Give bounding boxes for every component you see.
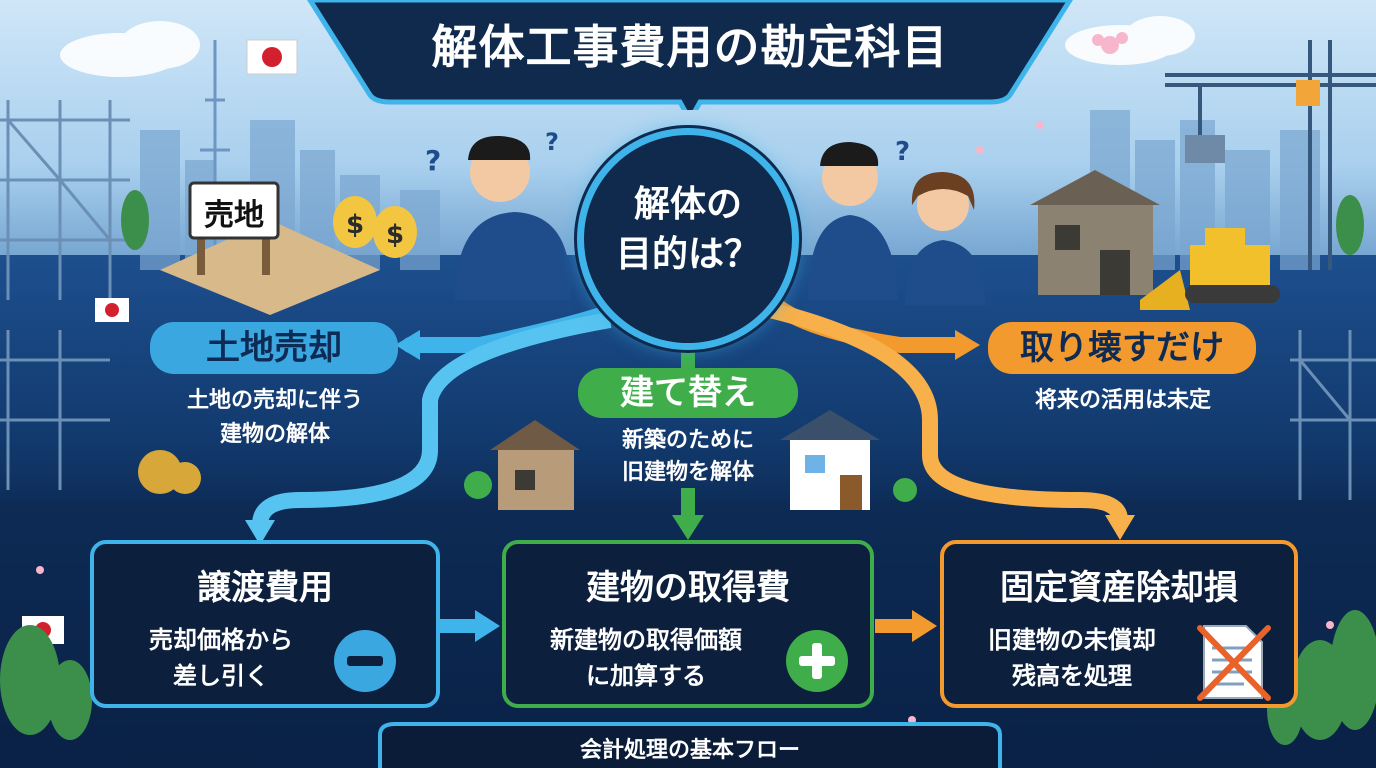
svg-text:?: ?	[425, 144, 441, 177]
svg-text:?: ?	[895, 137, 910, 167]
svg-text:$: $	[346, 210, 364, 240]
flow-arrow-right-down	[768, 302, 1128, 522]
branch-label-demolish-only: 取り壊すだけ	[988, 322, 1256, 374]
result-title: 固定資産除却損	[1000, 568, 1238, 608]
result-title: 建物の取得費	[586, 568, 790, 608]
crane-icon	[1165, 40, 1376, 270]
ruined-house-icon	[1030, 170, 1160, 295]
branch-desc-rebuild: 新築のために 旧建物を解体	[590, 425, 786, 489]
svg-text:?: ?	[545, 128, 559, 156]
result-desc: 新建物の取得価額 に加算する	[520, 622, 772, 694]
svg-text:$: $	[386, 220, 404, 250]
branch-desc-line: 建物の解体	[219, 422, 330, 447]
result-box-fixed-asset-loss: 固定資産除却損 旧建物の未償却 残高を処理	[940, 540, 1298, 708]
branch-desc-land-sale: 土地の売却に伴う 建物の解体	[150, 384, 400, 452]
result-desc-line: 売却価格から	[149, 626, 293, 654]
title-plate	[307, 0, 1073, 110]
page-title: 解体工事費用の勘定科目	[431, 20, 949, 74]
result-box-transfer-cost: 譲渡費用 売却価格から 差し引く	[90, 540, 440, 708]
result-desc-line: 残高を処理	[1012, 662, 1132, 690]
center-question-line1: 解体の	[633, 184, 742, 225]
center-question-line2: 目的は？	[615, 234, 760, 275]
result-desc-line: 旧建物の未償却	[988, 626, 1156, 654]
sakura-icon	[36, 32, 1334, 724]
cloud-icon	[60, 16, 1195, 77]
flow-arrow-left-down	[252, 312, 612, 526]
for-sale-sign-text: 売地	[204, 198, 264, 233]
crossed-document-icon	[1197, 625, 1271, 701]
for-sale-sign	[188, 181, 280, 240]
center-question-circle	[577, 128, 799, 350]
branch-desc-line: 旧建物を解体	[621, 460, 754, 485]
money-bag-icon: $ $	[138, 196, 417, 494]
result-desc-line: 新建物の取得価額	[550, 626, 742, 654]
branch-desc-line: 土地の売却に伴う	[186, 388, 363, 413]
branch-label-land-sale: 土地売却	[150, 322, 398, 374]
new-house-icon	[780, 410, 917, 510]
footer-caption: 会計処理の基本フロー	[579, 738, 800, 763]
result-desc: 旧建物の未償却 残高を処理	[962, 622, 1182, 694]
plus-icon	[786, 630, 848, 692]
result-desc: 売却価格から 差し引く	[112, 622, 330, 694]
tree-icon	[0, 190, 1376, 745]
scaffolding-right	[1290, 330, 1376, 500]
minus-icon	[334, 630, 396, 692]
businessman-figure: ? ?	[425, 128, 571, 300]
branch-desc-demolish-only: 将来の活用は未定	[1034, 388, 1211, 413]
result-box-acquisition-cost: 建物の取得費 新建物の取得価額 に加算する	[502, 540, 874, 708]
center-question: 解体の 目的は？	[597, 180, 779, 280]
bulldozer-icon	[1140, 228, 1280, 310]
branch-desc-line: 新築のために	[621, 428, 754, 453]
footer-bar	[378, 722, 1002, 768]
old-house-icon	[464, 420, 580, 510]
result-title: 譲渡費用	[197, 568, 333, 608]
branch-label-rebuild: 建て替え	[578, 368, 798, 418]
scaffolding-left	[0, 100, 130, 490]
result-desc-line: 差し引く	[173, 662, 269, 690]
result-desc-line: に加算する	[586, 662, 706, 690]
businesswoman-figure	[905, 172, 985, 305]
businessman-figure: ?	[808, 137, 910, 300]
